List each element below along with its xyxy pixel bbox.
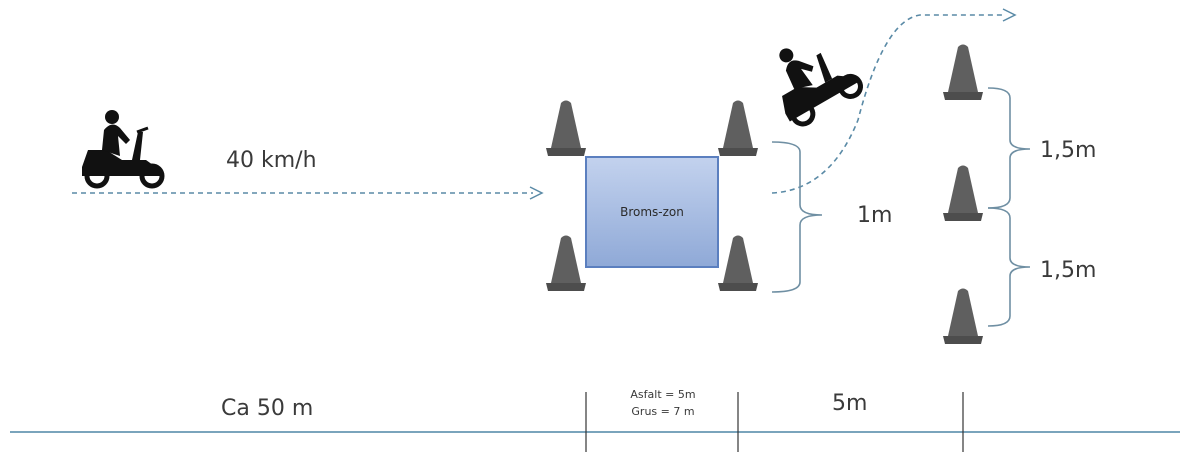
gravel-label: Grus = 7 m <box>631 405 695 418</box>
traffic-cone-icon <box>718 235 758 291</box>
traffic-cone-icon <box>546 235 586 291</box>
traffic-cone-icon <box>943 44 983 100</box>
traffic-cone-icon <box>546 100 586 156</box>
surface-distance-labels: Asfalt = 5m Grus = 7 m <box>598 386 728 420</box>
approach-path <box>72 186 544 200</box>
speed-label: 40 km/h <box>226 148 317 173</box>
brake-zone-label: Broms-zon <box>586 157 718 267</box>
gap-brace <box>771 141 823 293</box>
evasion-distance-label: 5m <box>832 391 868 416</box>
spacing-brace-bottom <box>987 207 1031 327</box>
spacing-brace-top <box>987 87 1031 209</box>
traffic-cone-icon <box>943 288 983 344</box>
spacing-top-label: 1,5m <box>1040 138 1097 163</box>
asphalt-label: Asfalt = 5m <box>630 388 696 401</box>
brake-zone-text: Broms-zon <box>620 205 684 219</box>
evasion-path <box>771 14 1005 194</box>
spacing-bottom-label: 1,5m <box>1040 258 1097 283</box>
gap-label: 1m <box>857 203 893 228</box>
scooter-rider-icon <box>82 110 165 189</box>
traffic-cone-icon <box>718 100 758 156</box>
tilted-scooter-rider-icon <box>779 48 863 127</box>
traffic-cone-icon <box>943 165 983 221</box>
approach-distance-label: Ca 50 m <box>221 396 314 421</box>
brake-zone <box>585 156 719 268</box>
